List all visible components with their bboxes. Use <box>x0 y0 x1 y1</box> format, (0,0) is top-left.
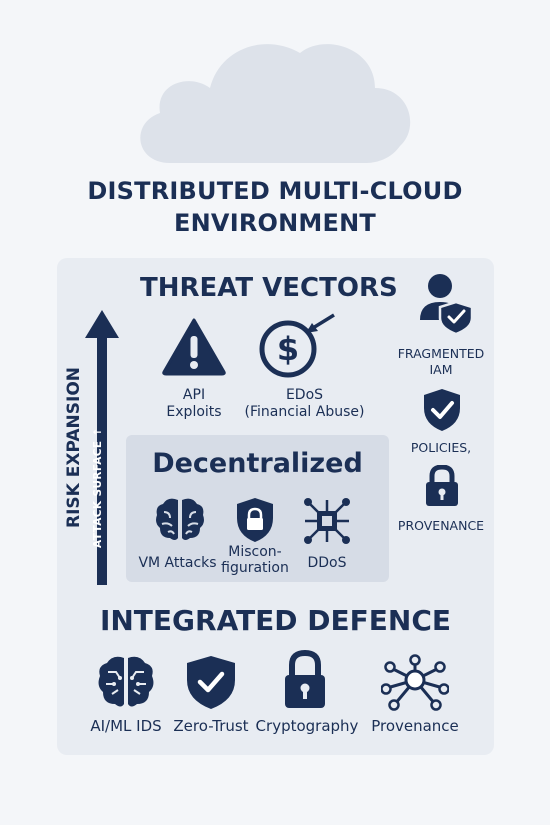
side-item-label-2: IAM <box>429 362 453 377</box>
decentral-item-label-1: Miscon- <box>228 544 282 560</box>
brain-icon <box>154 496 206 542</box>
threat-item-edos: EDoS (Financial Abuse) <box>232 387 377 421</box>
cloud-icon <box>130 28 420 168</box>
side-item-iam: FRAGMENTED IAM <box>381 346 501 378</box>
network-hub-icon <box>381 654 449 712</box>
defence-item-ids: AI/ML IDS <box>90 717 162 735</box>
brain-circuit-icon <box>96 654 156 710</box>
title-line-1: DISTRIBUTED MULTI-CLOUD <box>87 177 463 205</box>
threat-item-api: API Exploits <box>144 387 244 421</box>
defence-item-cryptography: Cryptography <box>255 717 359 735</box>
decentral-item-label-2: figuration <box>221 560 289 576</box>
warning-icon <box>162 318 226 376</box>
page-title: DISTRIBUTED MULTI-CLOUD ENVIRONMENT <box>0 175 550 239</box>
threat-vectors-heading: THREAT VECTORS <box>140 273 398 303</box>
risk-expansion-label: RISK EXPANSION <box>64 366 84 528</box>
decentralized-heading: Decentralized <box>152 448 363 479</box>
threat-item-label-2: (Financial Abuse) <box>244 404 365 420</box>
decentral-item-ddos: DDoS <box>307 555 347 571</box>
cryptography-padlock-icon <box>282 650 328 710</box>
decentral-item-misconfig: Miscon- figuration <box>210 544 300 576</box>
chip-network-icon <box>302 496 352 546</box>
shield-lock-icon <box>235 497 275 543</box>
side-item-label-1: FRAGMENTED <box>397 346 485 361</box>
threat-item-label-1: EDoS <box>285 387 324 403</box>
threat-item-label-1: API <box>182 387 206 403</box>
title-line-2: ENVIRONMENT <box>174 209 376 237</box>
user-shield-icon <box>418 272 478 334</box>
zero-trust-shield-icon <box>185 654 237 710</box>
decentral-item-vm: VM Attacks <box>138 555 217 571</box>
threat-item-label-2: Exploits <box>166 404 222 420</box>
defence-item-zero-trust: Zero-Trust <box>173 717 249 735</box>
shield-check-icon <box>422 388 462 432</box>
padlock-icon <box>424 465 460 507</box>
integrated-defence-heading: INTEGRATED DEFENCE <box>99 604 452 637</box>
risk-arrow <box>82 310 122 590</box>
svg-text:$: $ <box>277 330 299 368</box>
dollar-target-icon: $ <box>258 313 342 379</box>
attack-surface-label: ATTACK SURFACE ↑ <box>92 427 104 548</box>
side-item-policies: POLICIES, <box>410 440 472 455</box>
defence-item-provenance: Provenance <box>371 717 459 735</box>
side-item-provenance: PROVENANCE <box>397 518 485 533</box>
